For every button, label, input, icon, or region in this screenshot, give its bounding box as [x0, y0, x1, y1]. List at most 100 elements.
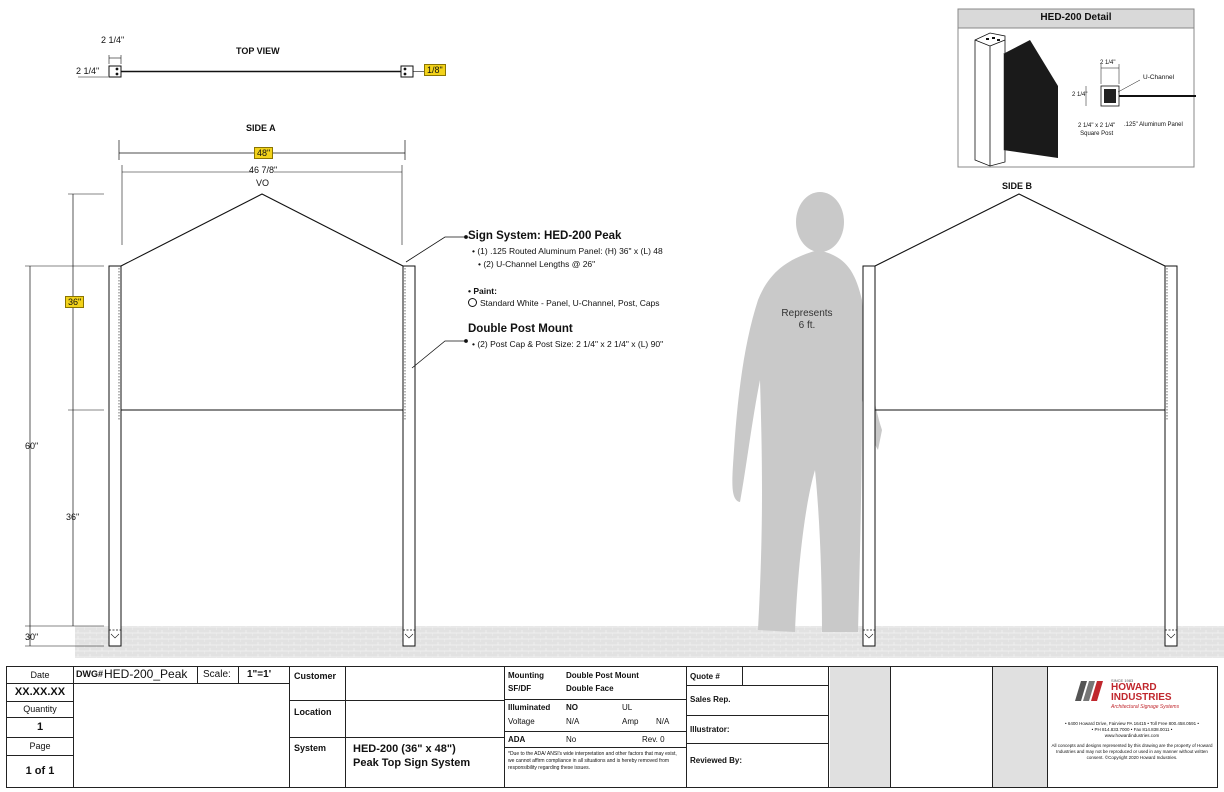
- detail-post-label-2: Square Post: [1080, 131, 1114, 137]
- tb-label-strip: [289, 667, 346, 787]
- detail-uchannel-label: U-Channel: [1143, 74, 1175, 81]
- side-a-overall-width: 48": [254, 147, 274, 159]
- tb-divider: [197, 667, 198, 683]
- side-a-panel-height: 36": [65, 296, 85, 308]
- tb-divider: [504, 747, 686, 748]
- detail-dim-width: 2 1/4": [1100, 60, 1116, 66]
- person-silhouette: [732, 192, 882, 632]
- side-b-diagram: [862, 193, 1178, 647]
- detail-title: HED-200 Detail: [1040, 12, 1112, 23]
- company-tag: SINCE 1983: [1111, 678, 1134, 683]
- sign-item-1: • (1) .125 Routed Aluminum Panel: (H) 36…: [472, 246, 663, 256]
- side-a-vo-width: 46 7/8": [249, 165, 278, 175]
- detail-dim-height: 2 1/4": [1072, 92, 1088, 98]
- tb-voltage-label: Voltage: [508, 717, 535, 726]
- tb-page-value: 1 of 1: [25, 765, 55, 777]
- detail-post-label-1: 2 1/4" x 2 1/4": [1078, 123, 1116, 129]
- tb-illustrator-label: Illustrator:: [690, 725, 730, 734]
- tb-disclaimer: *Due to the ADA/ ANSI's wide interpretat…: [508, 751, 677, 771]
- title-block: Date XX.XX.XX Quantity 1 Page 1 of 1 DWG…: [6, 666, 1218, 788]
- company-legal: All concepts and designs represented by …: [1051, 743, 1213, 760]
- tb-dwg-value: HED-200_Peak: [104, 667, 188, 681]
- mount-item: • (2) Post Cap & Post Size: 2 1/4" x 2 1…: [472, 339, 664, 349]
- paint-item-text: Standard White - Panel, U-Channel, Post,…: [480, 298, 660, 308]
- company-address-2: • PH 814.833.7000 • Fax 814.838.0011 •: [1091, 727, 1173, 732]
- tb-divider: [686, 685, 828, 686]
- tb-divider: [289, 737, 504, 738]
- side-a-title: SIDE A: [246, 123, 276, 133]
- paint-title-text: Paint: [473, 286, 495, 296]
- company-logo-icon: [1075, 681, 1103, 701]
- tb-dwg-row: DWG# HED-200_Peak Scale: 1"=1': [73, 667, 289, 684]
- tb-ada-value: No: [566, 735, 577, 744]
- tb-sfdf-label: SF/DF: [508, 684, 532, 693]
- tb-mounting-value: Double Post Mount: [566, 671, 639, 680]
- tb-voltage-value: N/A: [566, 717, 580, 726]
- tb-sfdf-value: Double Face: [566, 684, 614, 693]
- tb-divider: [504, 699, 686, 700]
- drawing-canvas: [25, 8, 1224, 658]
- tb-amp-value: N/A: [656, 717, 670, 726]
- top-view-dim-depth: 2 1/4": [101, 35, 125, 45]
- tb-ada-label: ADA: [508, 735, 526, 744]
- top-view-dim-width: 2 1/4": [76, 66, 100, 76]
- paint-swatch-icon: [468, 298, 477, 307]
- side-a-diagram: [25, 140, 416, 647]
- tb-date-label: Date: [7, 667, 73, 684]
- tb-quote-label: Quote #: [690, 672, 720, 681]
- side-a-footing: 30": [25, 632, 39, 642]
- tb-quantity-value: 1: [7, 717, 73, 738]
- tb-dwg-label: DWG#: [76, 669, 103, 679]
- tb-date-value: XX.XX.XX: [7, 683, 73, 702]
- tb-divider: [686, 743, 828, 744]
- tb-illuminated-value: NO: [566, 703, 578, 712]
- tb-divider: [686, 715, 828, 716]
- top-view-panel-thickness: 1/8": [424, 64, 446, 76]
- company-name-2: INDUSTRIES: [1111, 692, 1172, 703]
- tb-customer-label: Customer: [294, 671, 337, 681]
- tb-customer-column: Customer Location System HED-200 (36" x …: [289, 667, 505, 787]
- side-a-total-height: 60": [25, 441, 39, 451]
- sign-system-title: Sign System: HED-200 Peak: [468, 230, 622, 242]
- leader-lines: [405, 235, 468, 369]
- sign-item-2-text: (2) U-Channel Lengths @ 26": [483, 259, 596, 269]
- tb-divider: [289, 700, 504, 701]
- tb-people-column: Quote # Sales Rep. Illustrator: Reviewed…: [686, 667, 829, 787]
- tb-page-label: Page: [7, 737, 73, 756]
- paint-item: Standard White - Panel, U-Channel, Post,…: [468, 298, 758, 308]
- company-address: • 6400 Howard Drive, Fairview PA 16415 •…: [1049, 721, 1215, 739]
- sign-item-1-text: (1) .125 Routed Aluminum Panel: (H) 36" …: [477, 246, 663, 256]
- tb-specs-column: Mounting Double Post Mount SF/DF Double …: [504, 667, 687, 787]
- tb-company-block: SINCE 1983 HOWARD INDUSTRIES Architectur…: [1047, 667, 1217, 787]
- sign-item-2: • (2) U-Channel Lengths @ 26": [478, 259, 596, 269]
- tb-quantity-label: Quantity: [7, 701, 73, 718]
- person-label-line1: Represents: [781, 308, 833, 319]
- top-view-title: TOP VIEW: [236, 46, 280, 56]
- tb-location-label: Location: [294, 707, 332, 717]
- tb-system-label: System: [294, 743, 327, 753]
- top-view-diagram: [78, 55, 424, 78]
- tb-system-value-1: HED-200 (36" x 48"): [353, 743, 456, 755]
- mount-item-text: (2) Post Cap & Post Size: 2 1/4" x 2 1/4…: [477, 339, 664, 349]
- company-website: www.howardindustries.com: [1104, 733, 1160, 738]
- tb-reviewed-label: Reviewed By:: [690, 756, 743, 765]
- tb-divider: [238, 667, 239, 683]
- company-address-1: • 6400 Howard Drive, Fairview PA 16415 •…: [1065, 721, 1199, 726]
- side-b-title: SIDE B: [1002, 181, 1033, 191]
- tb-divider: [504, 731, 686, 732]
- detail-panel-label: .125" Aluminum Panel: [1124, 122, 1183, 128]
- tb-sales-label: Sales Rep.: [690, 695, 731, 704]
- detail-post-label: 2 1/4" x 2 1/4" Square Post: [1078, 122, 1115, 138]
- tb-scale-label: Scale:: [203, 669, 231, 680]
- tb-dwg-column: DWG# HED-200_Peak Scale: 1"=1': [73, 667, 290, 787]
- tb-ul-label: UL: [622, 703, 633, 712]
- tb-illuminated-label: Illuminated: [508, 703, 551, 712]
- company-name-1: HOWARD: [1111, 682, 1157, 693]
- ground-band: [75, 626, 1224, 658]
- person-label-line2: 6 ft.: [798, 320, 816, 331]
- person-label: Represents 6 ft.: [776, 308, 838, 332]
- tb-scale-value: 1"=1': [247, 669, 272, 680]
- tb-meta-column: Date XX.XX.XX Quantity 1 Page 1 of 1: [7, 667, 74, 787]
- mount-title: Double Post Mount: [468, 323, 573, 335]
- tb-swatch-2: [992, 667, 1048, 787]
